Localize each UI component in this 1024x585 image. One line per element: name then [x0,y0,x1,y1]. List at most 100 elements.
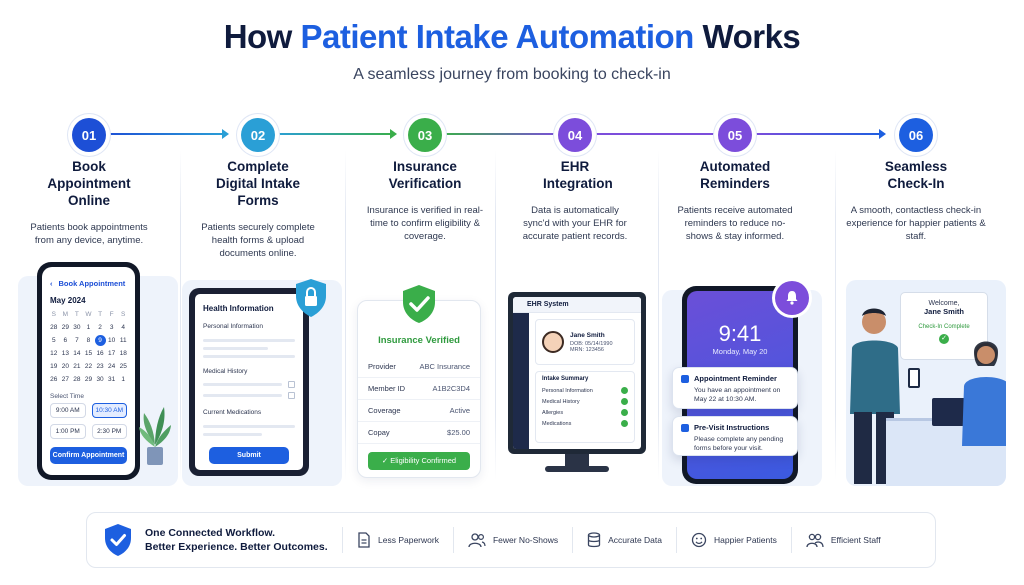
calendar-day[interactable]: 16 [96,350,104,357]
booking-header: ‹ Book Appointment [42,267,135,292]
calendar-month: May 2024 [50,296,86,305]
booking-header-label: Book Appointment [58,279,126,288]
checkbox[interactable] [288,392,295,399]
calendar-day[interactable]: 29 [84,376,93,383]
check-icon: ✓ [939,334,949,344]
calendar-day[interactable]: 22 [84,363,93,370]
insurance-label: Provider [368,362,396,371]
step-title: Book Appointment Online [47,159,131,208]
step-description: Patients book appointments from any devi… [30,222,148,246]
monitor-stand [565,454,589,468]
calendar-day[interactable]: 6 [63,337,68,344]
calendar-day[interactable]: 5 [51,337,56,344]
eligibility-label: Eligibility Confirmed [390,456,457,465]
calendar-day[interactable]: 3 [109,324,114,331]
benefit-label: Fewer No-Shows [492,535,559,545]
summary-item: Medications [542,418,628,429]
connector-5-6 [752,129,886,139]
time-slot[interactable]: 2:30 PM [91,424,127,439]
eligibility-confirmed-button[interactable]: ✓ Eligibility Confirmed [368,452,470,470]
notification-body: Please complete any pending forms before… [694,436,784,452]
calendar-day[interactable]: 1 [86,324,91,331]
separator [658,150,659,480]
confirm-appointment-button[interactable]: Confirm Appointment [50,447,127,464]
staff-illustration [962,341,1006,446]
calendar-day[interactable]: 13 [61,350,69,357]
calendar-day[interactable]: 12 [50,350,58,357]
calendar-day[interactable]: 27 [61,376,69,383]
calendar-day[interactable]: 8 [86,337,91,344]
step-1: Book Appointment Online Patients book ap… [9,158,169,247]
calendar-day[interactable]: 15 [84,350,93,357]
form-field[interactable] [203,339,295,342]
calendar-day[interactable]: 21 [73,363,81,370]
notification-title: Appointment Reminder [694,374,777,383]
calendar-day[interactable]: 4 [121,324,126,331]
calendar-day[interactable]: 10 [108,337,116,344]
calendar-day[interactable]: 18 [119,350,127,357]
form-field[interactable] [203,394,282,397]
page-subtitle: A seamless journey from booking to check… [353,66,671,83]
submit-button[interactable]: Submit [209,447,289,464]
calendar-day[interactable]: 30 [73,324,81,331]
notification-body: You have an appointment on May 22 at 10:… [694,387,781,403]
insurance-label: Member ID [368,384,406,393]
calendar-day[interactable]: 28 [73,376,81,383]
title-accent: Patient Intake Automation [300,18,695,55]
form-field[interactable] [203,347,268,350]
benefit-label: Less Paperwork [378,535,439,545]
back-icon[interactable]: ‹ [50,279,53,288]
calendar-day[interactable]: 28 [50,324,58,331]
time-slot[interactable]: 10:30 AM [91,403,127,418]
calendar-day[interactable]: 26 [50,376,58,383]
form-field[interactable] [203,355,295,358]
calendar-day[interactable]: 19 [50,363,58,370]
page-title: How Patient Intake Automation Works [0,18,1024,56]
step-title: Seamless Check-In [884,159,948,191]
calendar-day[interactable]: 11 [119,337,127,344]
calendar-day[interactable]: 14 [73,350,81,357]
calendar-day[interactable]: 20 [61,363,69,370]
calendar-day[interactable]: 1 [121,376,126,383]
weekday-label: F [109,311,114,318]
step-number-4: 04 [558,118,592,152]
welcome-label: Welcome, [928,300,960,307]
calendar-day[interactable]: 7 [75,337,79,344]
step-description: A smooth, contactless check-in experienc… [846,205,986,242]
connector-2-3 [275,129,397,139]
calendar-day[interactable]: 30 [96,376,104,383]
lock-time: 9:41 [718,321,762,346]
calendar-day[interactable]: 17 [108,350,116,357]
checkbox[interactable] [288,381,295,388]
checkin-scene: Welcome, Jane Smith Check-In Complete ✓ [846,280,1006,486]
calendar-day[interactable]: 31 [108,376,116,383]
form-section: Personal Information [203,323,263,330]
check-icon [621,387,628,394]
calendar-day[interactable]: 25 [119,363,127,370]
step-title: Complete Digital Intake Forms [215,159,301,208]
time-slot[interactable]: 9:00 AM [50,403,86,418]
appointment-reminder-notification[interactable]: Appointment Reminder You have an appoint… [672,367,798,409]
insurance-value: A1B2C3D4 [432,384,470,393]
patient-illustration [850,308,900,484]
form-field[interactable] [203,433,263,436]
form-field[interactable] [203,383,282,386]
calendar-icon [681,374,689,383]
calendar-day[interactable]: 24 [108,363,116,370]
benefit-efficient-staff: Efficient Staff [790,527,895,553]
calendar-day[interactable]: 29 [61,324,69,331]
calendar-day[interactable]: 23 [96,363,104,370]
step-6: Seamless Check-In A smooth, contactless … [836,158,996,243]
patient-name: Jane Smith [570,331,605,339]
calendar-day[interactable]: 9 [94,335,106,346]
form-field[interactable] [203,425,295,428]
calendar-day[interactable]: 2 [98,324,102,331]
time-slot[interactable]: 1:00 PM [50,424,86,439]
summary-title: Intake Summary [542,376,589,382]
pre-visit-notification[interactable]: Pre-Visit Instructions Please complete a… [672,416,798,456]
patient-mrn: MRN: 123456 [570,346,604,353]
